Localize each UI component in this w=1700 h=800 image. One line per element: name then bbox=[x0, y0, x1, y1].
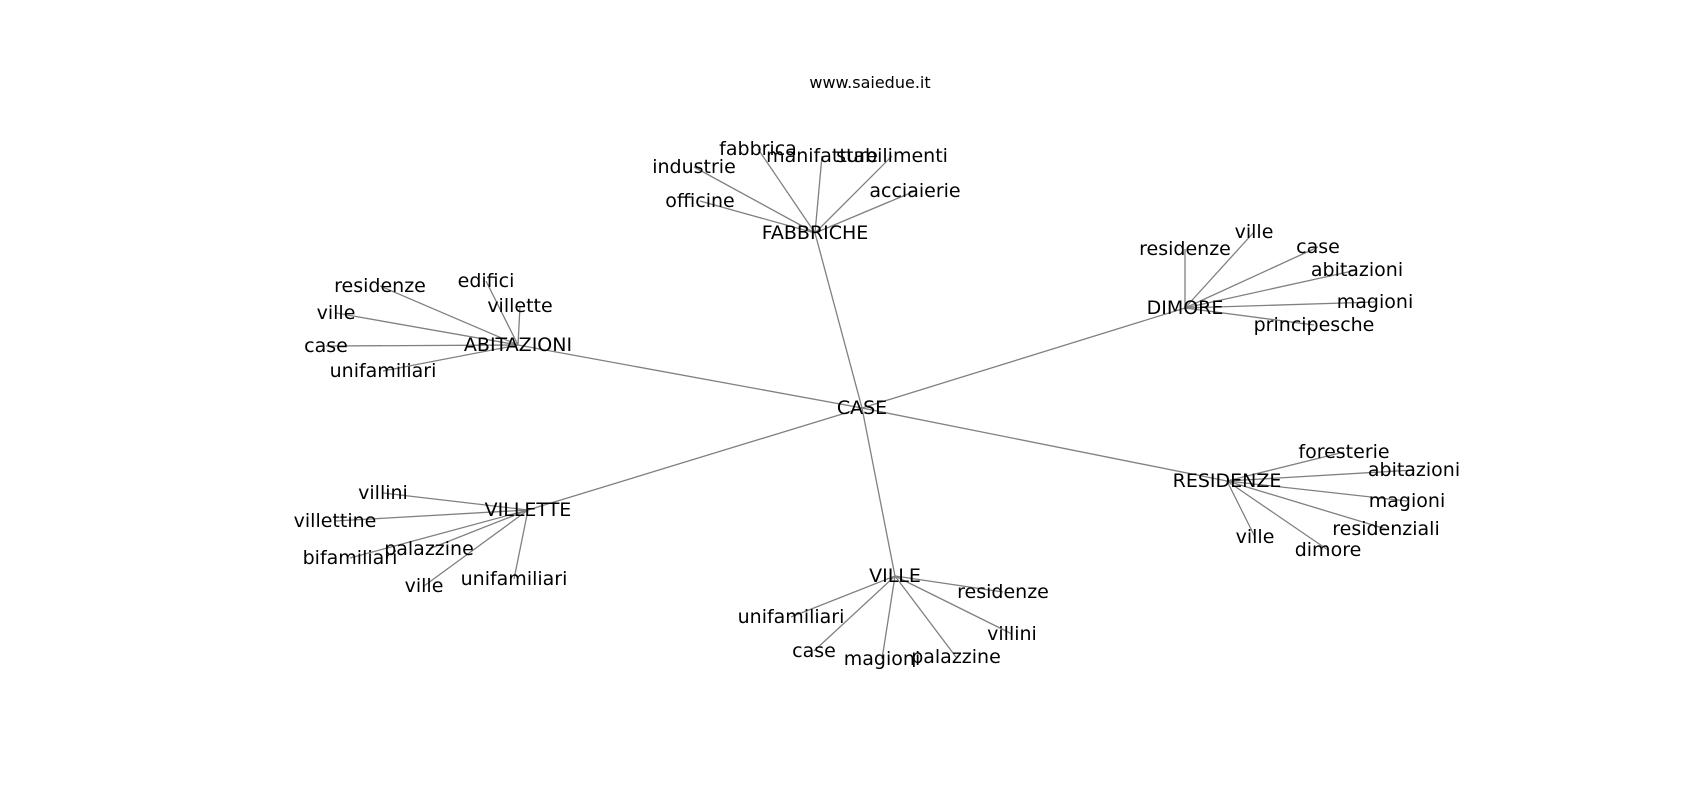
leaf-node-label: principesche bbox=[1254, 314, 1375, 336]
edge-leaf bbox=[813, 575, 896, 652]
leaf-node-label: bifamiliari bbox=[303, 547, 398, 569]
edge-leaf bbox=[1226, 469, 1415, 482]
leaf-node-label: villini bbox=[358, 482, 408, 504]
edge-center-to-ville bbox=[861, 407, 896, 577]
leaf-node-label: residenze bbox=[334, 275, 426, 297]
leaf-node-label: palazzine bbox=[911, 646, 1001, 668]
leaf-node-label: ville bbox=[1235, 221, 1274, 243]
leaf-node-label: unifamiliari bbox=[461, 568, 568, 590]
edge-leaf bbox=[1226, 480, 1256, 538]
edge-center-to-abitazioni bbox=[517, 344, 863, 409]
leaf-node-label: abitazioni bbox=[1368, 459, 1460, 481]
edge-leaf bbox=[1226, 480, 1329, 551]
edge-center-to-dimore bbox=[861, 307, 1186, 409]
edge-leaf bbox=[693, 166, 816, 234]
leaf-node-label: stabilimenti bbox=[836, 145, 948, 167]
edge-leaf bbox=[1184, 307, 1315, 326]
edge-leaf bbox=[1226, 480, 1408, 502]
leaf-node-label: abitazioni bbox=[1311, 259, 1403, 281]
leaf-node-label: villette bbox=[487, 295, 552, 317]
leaf-node-label: foresterie bbox=[1298, 441, 1389, 463]
edge-leaf bbox=[894, 575, 957, 658]
hub-node-label: RESIDENZE bbox=[1173, 470, 1282, 492]
edge-leaf bbox=[1184, 246, 1319, 309]
leaf-node-label: magioni bbox=[1369, 490, 1445, 512]
edge-leaf bbox=[513, 509, 529, 580]
edge-leaf bbox=[349, 509, 529, 559]
edge-leaf bbox=[382, 344, 519, 372]
leaf-node-label: magioni bbox=[1337, 291, 1413, 313]
edge-leaf bbox=[894, 575, 1013, 635]
edges-layer bbox=[325, 148, 1415, 660]
leaf-node-label: palazzine bbox=[384, 538, 474, 560]
leaf-node-label: case bbox=[792, 640, 836, 662]
leaf-node-label: officine bbox=[665, 190, 734, 212]
leaf-node-label: fabbrica bbox=[719, 138, 797, 160]
leaf-node-label: unifamiliari bbox=[738, 606, 845, 628]
edge-leaf bbox=[1226, 480, 1387, 530]
edge-leaf bbox=[699, 200, 816, 234]
edge-leaf bbox=[423, 509, 529, 587]
leaf-node-label: villettine bbox=[294, 510, 377, 532]
leaf-node-label: residenze bbox=[1139, 238, 1231, 260]
edge-center-to-fabbriche bbox=[814, 232, 863, 409]
leaf-node-label: unifamiliari bbox=[330, 360, 437, 382]
edge-leaf bbox=[485, 280, 519, 346]
leaf-node-label: magioni bbox=[844, 648, 920, 670]
edge-center-to-villette bbox=[527, 407, 863, 511]
leaf-node-label: villini bbox=[987, 623, 1037, 645]
leaf-node-label: acciaierie bbox=[869, 180, 960, 202]
leaf-node-label: case bbox=[1296, 236, 1340, 258]
edge-leaf bbox=[881, 575, 896, 660]
leaf-node-label: manifatture bbox=[766, 145, 878, 167]
hub-node-label: VILLETTE bbox=[485, 499, 572, 521]
edge-leaf bbox=[1184, 269, 1358, 309]
edge-leaf bbox=[379, 285, 519, 346]
edge-leaf bbox=[334, 509, 529, 522]
edge-leaf bbox=[517, 305, 521, 346]
edge-leaf bbox=[814, 155, 823, 234]
leaf-node-label: ville bbox=[317, 302, 356, 324]
edge-leaf bbox=[428, 509, 529, 550]
leaf-node-label: residenze bbox=[957, 581, 1049, 603]
edge-leaf bbox=[325, 344, 519, 347]
labels-layer: www.saiedue.it CASE FABBRICHE industriefa… bbox=[294, 73, 1460, 670]
leaf-node-label: ville bbox=[1236, 526, 1275, 548]
edge-leaf bbox=[894, 575, 1004, 593]
center-node-label: CASE bbox=[837, 397, 887, 419]
hub-node-label: VILLE bbox=[869, 565, 921, 587]
edge-leaf bbox=[1226, 451, 1345, 482]
leaf-node-label: ville bbox=[405, 575, 444, 597]
diagram-title: www.saiedue.it bbox=[809, 73, 930, 92]
leaf-node-label: dimore bbox=[1295, 539, 1362, 561]
edge-leaf bbox=[1184, 301, 1376, 309]
hub-node-label: FABBRICHE bbox=[762, 222, 869, 244]
leaf-node-label: edifici bbox=[458, 270, 515, 292]
leaf-node-label: case bbox=[304, 335, 348, 357]
edge-leaf bbox=[757, 148, 816, 234]
edge-center-to-residenze bbox=[861, 407, 1228, 482]
edge-leaf bbox=[790, 575, 896, 618]
leaf-node-label: industrie bbox=[652, 156, 736, 178]
edge-leaf bbox=[1184, 231, 1255, 309]
edge-leaf bbox=[814, 155, 893, 234]
edge-leaf bbox=[382, 492, 529, 511]
leaf-node-label: residenziali bbox=[1332, 518, 1440, 540]
hub-node-label: DIMORE bbox=[1147, 297, 1224, 319]
edge-leaf bbox=[335, 312, 519, 346]
edge-leaf bbox=[814, 190, 916, 234]
hub-node-label: ABITAZIONI bbox=[464, 334, 572, 356]
